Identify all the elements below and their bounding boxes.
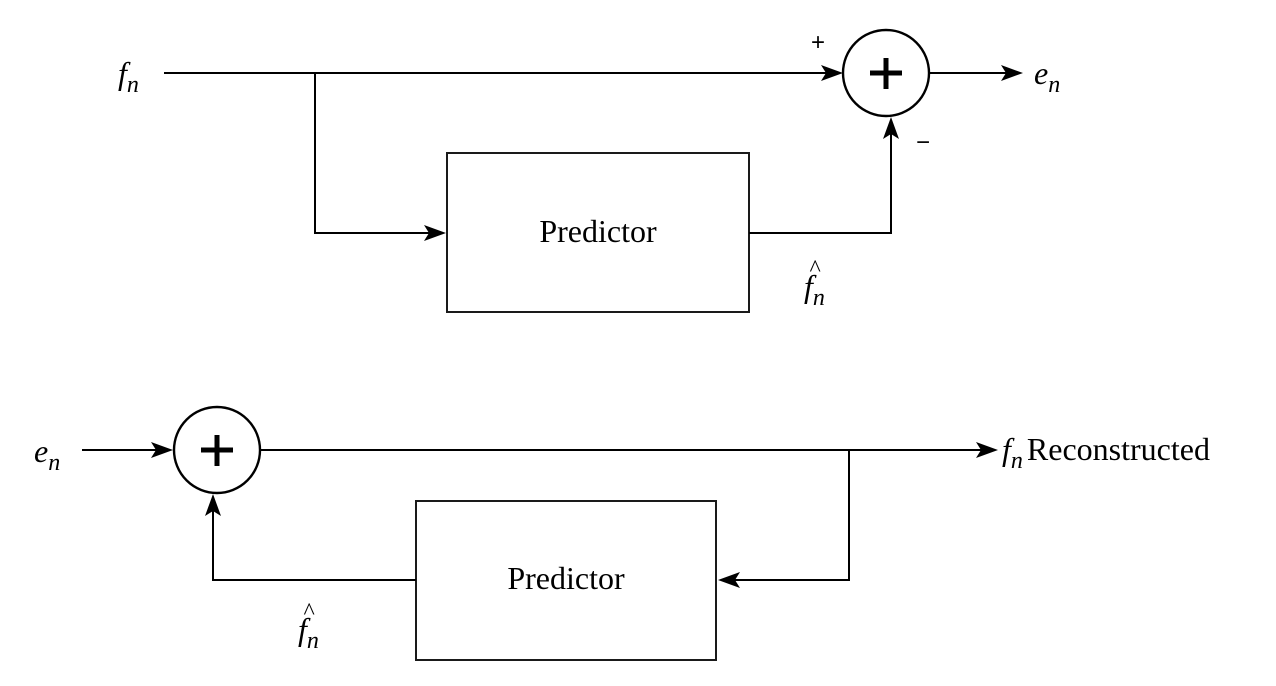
arrowhead-icon [883, 117, 899, 139]
decoder-prediction-line [212, 510, 416, 581]
encoder-summing-junction [841, 28, 931, 118]
arrowhead-icon [205, 494, 221, 516]
encoder-predictor-block [446, 152, 750, 313]
arrowhead-icon [718, 572, 740, 588]
arrowhead-icon [1001, 65, 1023, 81]
decoder-predictor-label: Predictor [507, 560, 625, 596]
encoder-predictor-label: Predictor [539, 213, 657, 249]
arrowhead-icon [424, 225, 446, 241]
decoder-prediction-label: fn ^ [298, 599, 319, 654]
encoder-input-label: fn [118, 55, 139, 98]
encoder-section: fn Predictor fn ^ + − en [118, 28, 1060, 313]
encoder-output-label: en [1034, 55, 1060, 98]
arrowhead-icon [821, 65, 843, 81]
arrowhead-icon [976, 442, 998, 458]
encoder-prediction-label: fn ^ [804, 256, 825, 311]
decoder-summing-junction [172, 405, 262, 495]
decoder-feedback-line [732, 450, 850, 581]
svg-text:^: ^ [303, 599, 315, 625]
decoder-predictor-block [415, 500, 717, 661]
encoder-branch-line [314, 73, 432, 234]
encoder-prediction-line [749, 132, 892, 234]
plus-sign-label: + [811, 29, 825, 56]
minus-sign-label: − [916, 129, 930, 156]
decoder-input-label: en [34, 433, 60, 476]
svg-text:^: ^ [809, 256, 821, 282]
arrowhead-icon [151, 442, 173, 458]
